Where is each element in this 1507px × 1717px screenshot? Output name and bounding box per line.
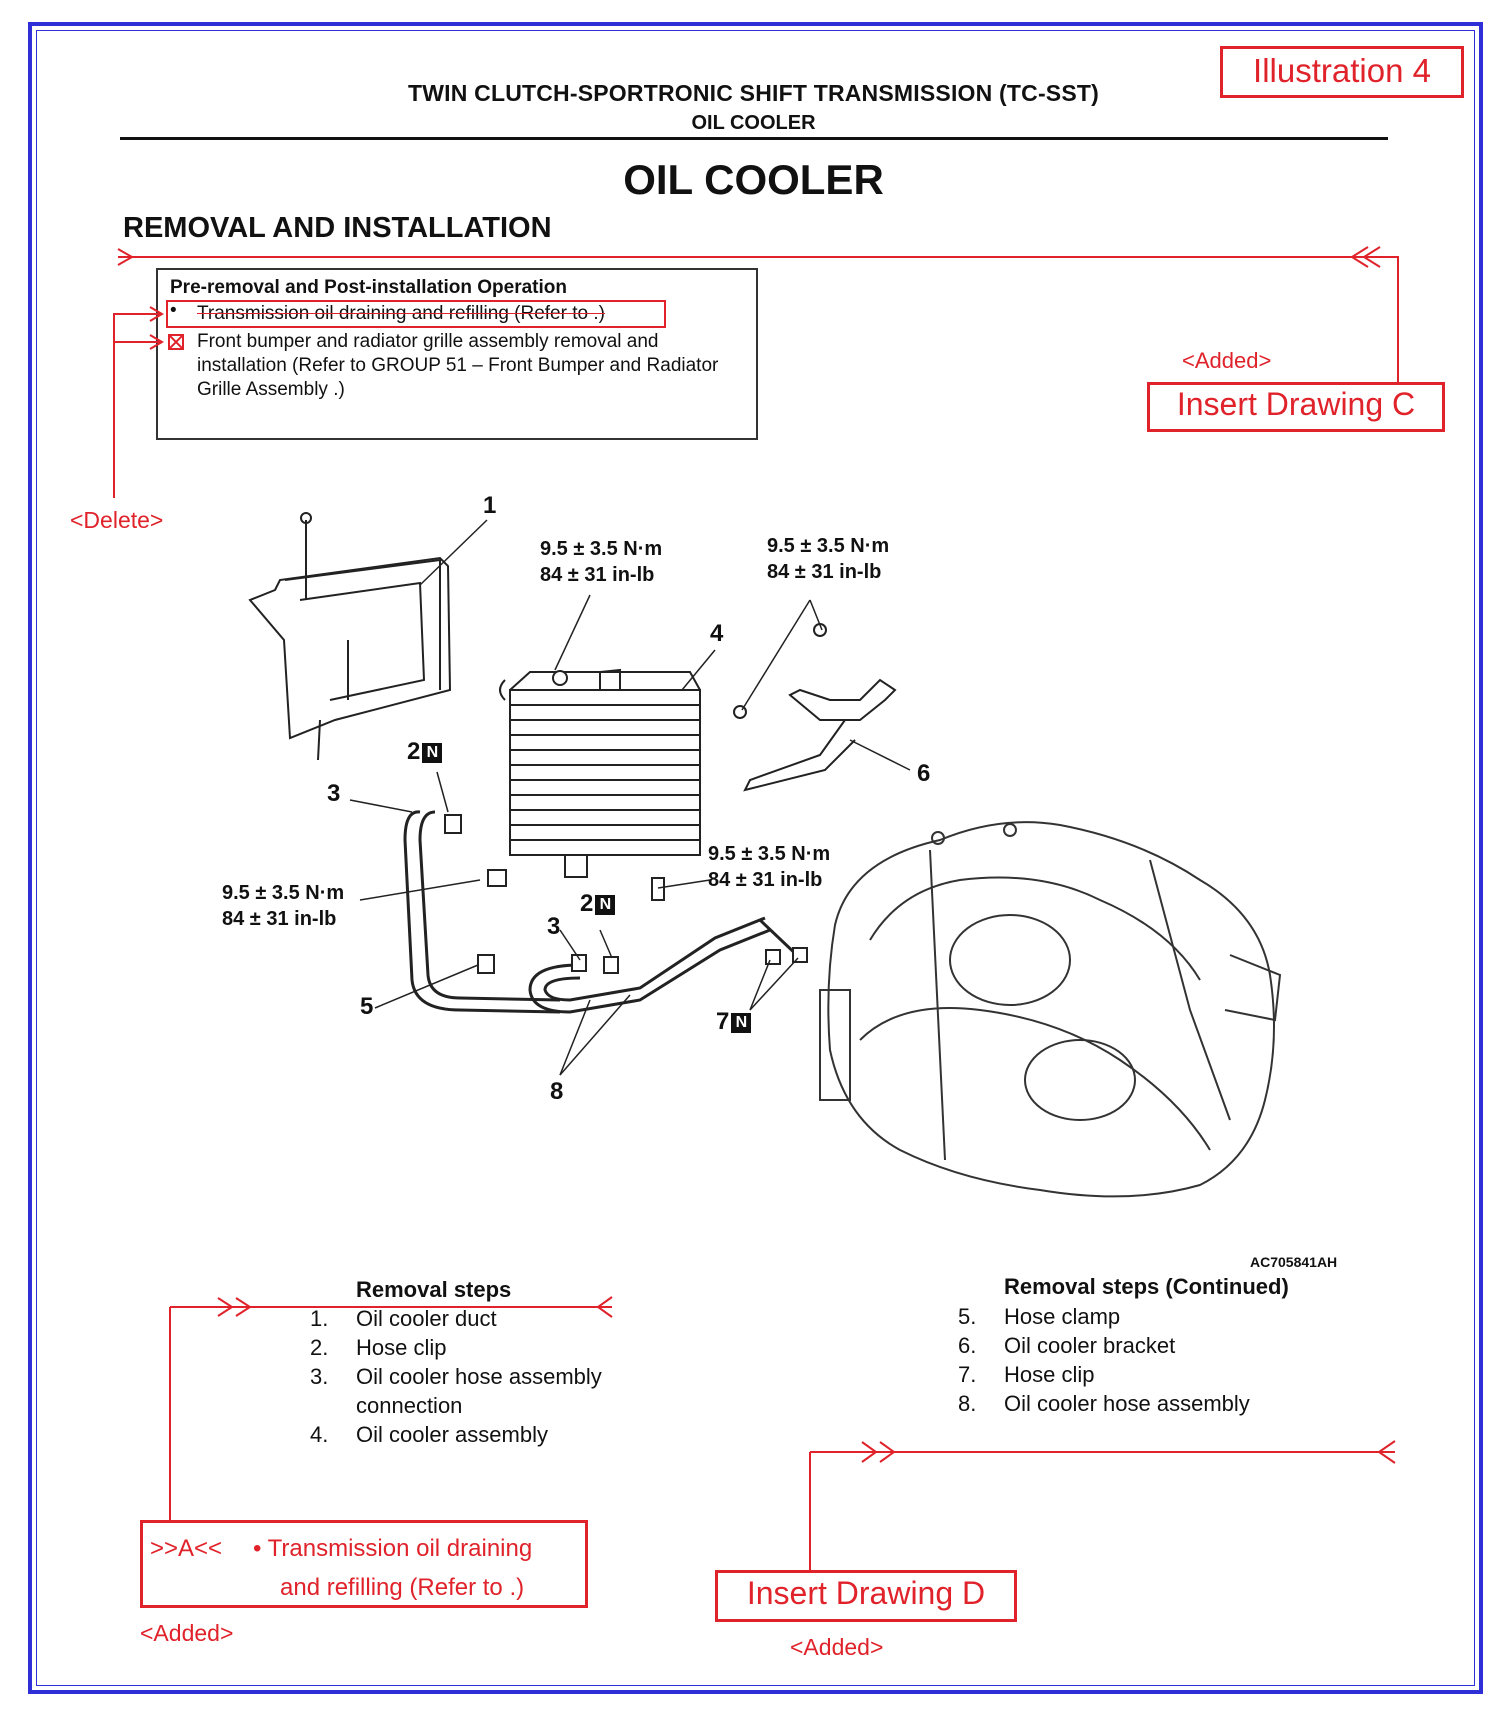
step-number: 3. [310, 1364, 329, 1389]
removal-steps-cont-title: Removal steps (Continued) [1004, 1274, 1289, 1299]
insert-arrow-left-c [117, 248, 135, 266]
label-1: 1 [483, 492, 497, 519]
step-text: Oil cooler duct [356, 1306, 497, 1331]
insert-drawing-d-box [715, 1570, 1017, 1622]
step-text: connection [356, 1393, 463, 1418]
transmission-case [819, 821, 1282, 1198]
torque-4b: 84 ± 31 in-lb [222, 908, 337, 930]
step-number: 4. [310, 1422, 329, 1447]
torque-2a: 9.5 ± 3.5 N·m [767, 535, 890, 557]
label-4: 4 [710, 620, 724, 647]
illustration-label-box [1220, 46, 1464, 98]
step-text: Oil cooler hose assembly [356, 1364, 602, 1389]
removal-steps-title: Removal steps [356, 1277, 512, 1302]
torque-3b: 84 ± 31 in-lb [708, 869, 823, 891]
step-text: Oil cooler hose assembly [1004, 1391, 1250, 1416]
pre-removal-item: Front bumper and radiator grille assembl… [197, 331, 719, 400]
delete-arrow-2 [149, 334, 164, 350]
delete-arrow-1 [149, 306, 164, 322]
step-number: 8. [958, 1391, 977, 1416]
page-frame [28, 22, 1483, 1694]
added-annotation-a: <Added> [140, 1620, 234, 1646]
label-3-left: 3 [327, 780, 341, 807]
leader-lines [349, 519, 911, 1076]
section-heading: REMOVAL AND INSTALLATION [123, 212, 552, 244]
insert-arrow-a1 [217, 1297, 234, 1317]
added-box-a [140, 1520, 588, 1608]
step-text: Hose clamp [1004, 1304, 1121, 1329]
oil-cooler-duct [248, 512, 452, 761]
box-a-line1: • Transmission oil draining [253, 1535, 533, 1562]
label-6: 6 [917, 760, 931, 787]
header-rule [120, 137, 1388, 140]
bullet-icon: • [170, 300, 177, 321]
n-badge: N [731, 1013, 752, 1033]
insert-arrow-right-c2 [1362, 246, 1381, 268]
insert-drawing-d: Insert Drawing D [746, 1575, 986, 1611]
delete-annotation: <Delete> [70, 507, 164, 533]
n-badge: N [422, 743, 443, 763]
deleted-item-box [166, 300, 666, 328]
step-number: 1. [310, 1306, 329, 1331]
insert-arrow-d1 [861, 1441, 878, 1463]
label-5: 5 [360, 993, 374, 1020]
oil-cooler-bracket [733, 623, 897, 792]
pre-removal-item-deleted: Transmission oil draining and refilling … [197, 303, 605, 324]
step-number: 6. [958, 1333, 977, 1358]
step-text: Hose clip [1004, 1362, 1095, 1387]
insert-arrow-d2 [879, 1441, 896, 1463]
label-8: 8 [550, 1078, 564, 1105]
oil-cooler-core [499, 668, 701, 878]
insert-drawing-c-box [1147, 382, 1445, 432]
step-text: Oil cooler bracket [1004, 1333, 1176, 1358]
step-number: 7. [958, 1362, 977, 1387]
step-number: 2. [310, 1335, 329, 1360]
step-text: Oil cooler assembly [356, 1422, 548, 1447]
box-a-line2: and refilling (Refer to .) [280, 1574, 525, 1601]
header-title: TWIN CLUTCH-SPORTRONIC SHIFT TRANSMISSIO… [407, 80, 1099, 106]
added-annotation-d: <Added> [790, 1634, 884, 1660]
header-subtitle: OIL COOLER [691, 112, 816, 134]
clips-and-bolts [444, 670, 808, 974]
insert-arrow-right-c1 [1350, 246, 1369, 268]
checkbox-icon [168, 334, 184, 350]
torque-2b: 84 ± 31 in-lb [767, 561, 882, 583]
torque-1b: 84 ± 31 in-lb [540, 564, 655, 586]
torque-3a: 9.5 ± 3.5 N·m [708, 843, 831, 865]
insert-arrow-a3 [596, 1296, 613, 1318]
box-a-marker: >>A<< [150, 1535, 223, 1562]
torque-1a: 9.5 ± 3.5 N·m [540, 538, 663, 560]
page-title: OIL COOLER [623, 156, 884, 203]
insert-arrow-d3 [1377, 1440, 1396, 1464]
delete-leader [113, 313, 162, 498]
label-3-bottom: 3 [547, 913, 561, 940]
step-text: Hose clip [356, 1335, 447, 1360]
oil-cooler-hoses [403, 810, 802, 1014]
pre-removal-box [156, 268, 758, 440]
pre-removal-title: Pre-removal and Post-installation Operat… [170, 277, 567, 298]
step-number: 5. [958, 1304, 977, 1329]
insert-drawing-c: Insert Drawing C [1176, 386, 1416, 422]
insert-leader-c [1380, 256, 1399, 384]
illustration-label: Illustration 4 [1253, 52, 1431, 89]
page-frame-inner [36, 30, 1475, 1686]
added-annotation-c: <Added> [1182, 348, 1272, 373]
insert-arrow-a2 [235, 1297, 252, 1317]
figure-code: AC705841AH [1250, 1254, 1338, 1270]
n-badge: N [595, 895, 616, 915]
torque-4a: 9.5 ± 3.5 N·m [222, 882, 345, 904]
